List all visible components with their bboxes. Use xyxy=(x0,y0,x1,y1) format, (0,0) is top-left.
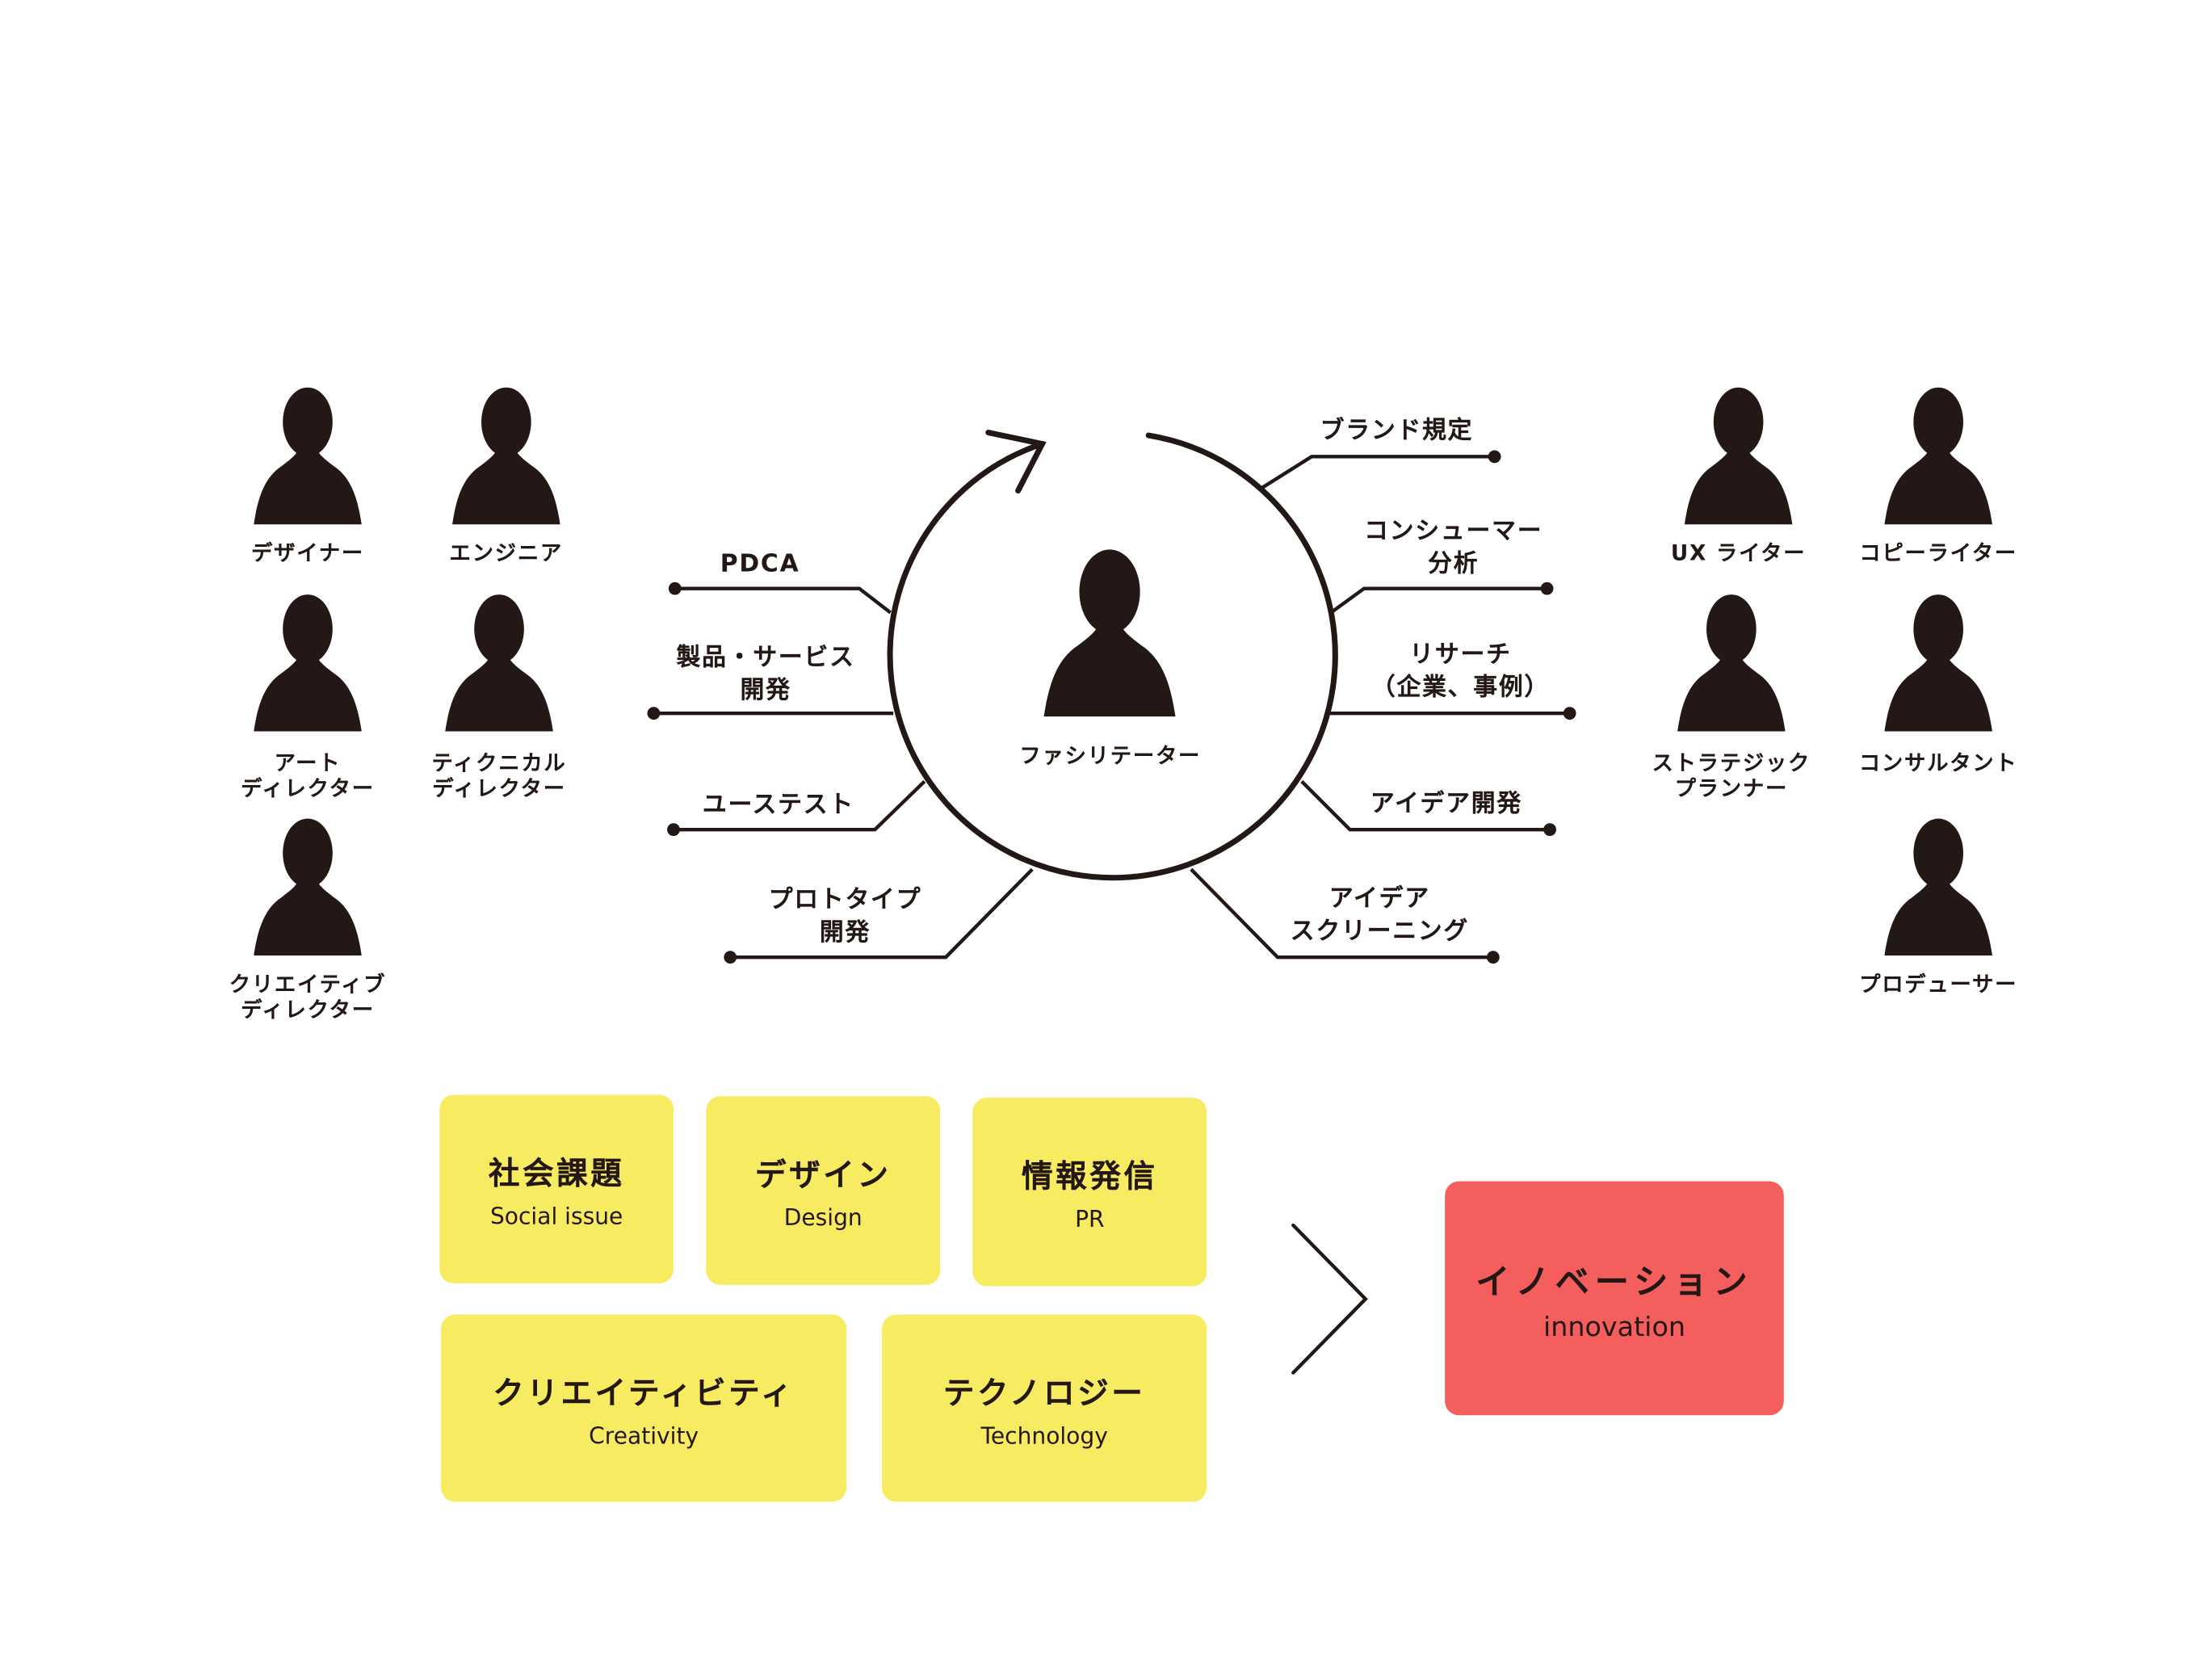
label-line: プランナー xyxy=(1674,775,1789,802)
dot xyxy=(667,823,680,837)
process-label: プロトタイプ開発 xyxy=(703,885,987,951)
connector-idea-dev xyxy=(1300,779,1551,832)
person-silhouette-icon xyxy=(1884,594,1992,732)
dot xyxy=(668,582,682,595)
role-label: ストラテジックプランナー xyxy=(1618,750,1845,801)
label-line: PDCA xyxy=(720,550,800,579)
process-label: アイデアスクリーニング xyxy=(1238,884,1522,949)
connector-pdca xyxy=(674,586,892,615)
person-silhouette-icon xyxy=(1677,594,1786,732)
factor-en: Technology xyxy=(980,1422,1108,1449)
dot xyxy=(1488,450,1501,464)
factor-jp: デザイン xyxy=(754,1158,892,1195)
label-line: エンジニア xyxy=(449,540,564,566)
label-line: ディレクター xyxy=(241,775,375,802)
factor-creativity: クリエイティビティ Creativity xyxy=(441,1314,847,1502)
factor-en: Design xyxy=(783,1203,863,1232)
label-line: ティクニカル xyxy=(431,750,567,776)
label-line: ディレクター xyxy=(432,775,566,802)
role-label: UX ライター xyxy=(1625,540,1852,566)
label-line: リサーチ xyxy=(1409,640,1512,670)
factor-en: Social issue xyxy=(489,1202,623,1230)
label-line: アイデア開発 xyxy=(1370,789,1522,819)
facilitator-label: ファシリテーター xyxy=(1019,743,1202,769)
label-line: プロデューサー xyxy=(1859,971,2018,997)
dot xyxy=(647,707,661,720)
factor-design: デザイン Design xyxy=(706,1096,941,1285)
role-label: アートディレクター xyxy=(195,750,422,801)
label-line: コンサルタント xyxy=(1858,750,2018,776)
person-silhouette-icon xyxy=(1884,387,1992,525)
person-silhouette-icon xyxy=(452,387,560,525)
chevron-right-icon xyxy=(1291,1223,1368,1375)
role-label: ティクニカルディレクター xyxy=(386,750,613,801)
dot xyxy=(1543,823,1556,837)
label-line: プロトタイプ xyxy=(768,886,922,915)
arrow-head-icon xyxy=(985,430,1047,494)
factor-jp: クリエイティビティ xyxy=(493,1376,795,1412)
label-line: ブランド規定 xyxy=(1320,417,1474,446)
factor-en: PR xyxy=(1075,1205,1105,1233)
person-silhouette-icon xyxy=(254,594,362,732)
person-silhouette-icon xyxy=(254,818,362,955)
connector-prototype xyxy=(730,867,1034,960)
factor-jp: 情報発信 xyxy=(1022,1160,1158,1196)
dot xyxy=(1540,582,1554,595)
label-line: コピーライター xyxy=(1859,540,2017,566)
factor-jp: 社会課題 xyxy=(488,1157,625,1193)
label-line: ストラテジック xyxy=(1652,750,1811,776)
factor-jp: テクノロジー xyxy=(942,1376,1146,1412)
role-label: デザイナー xyxy=(195,540,422,566)
process-label: コンシューマー分析 xyxy=(1312,516,1595,582)
person-silhouette-icon xyxy=(1884,818,1992,955)
person-silhouette-icon xyxy=(254,387,362,525)
connector-idea-screening xyxy=(1190,867,1493,960)
label-line: アート xyxy=(274,750,342,776)
dot xyxy=(1486,951,1500,964)
role-label: エンジニア xyxy=(392,540,619,566)
label-line: デザイナー xyxy=(251,540,364,566)
result-jp: イノベーション xyxy=(1475,1262,1753,1302)
process-label: アイデア開発 xyxy=(1304,788,1588,821)
factor-social-issue: 社会課題 Social issue xyxy=(439,1094,674,1283)
label-line: 製品・サービス xyxy=(676,644,855,673)
label-line: 分析 xyxy=(1428,550,1480,579)
label-line: アイデア xyxy=(1328,884,1430,913)
result-innovation: イノベーション innovation xyxy=(1445,1181,1784,1416)
person-silhouette-icon xyxy=(1684,387,1793,525)
label-line: 開発 xyxy=(740,676,791,705)
facilitator-silhouette-icon xyxy=(1044,549,1177,717)
person-silhouette-icon xyxy=(445,594,553,732)
factor-pr: 情報発信 PR xyxy=(972,1097,1207,1287)
label-line: UX ライター xyxy=(1670,540,1807,566)
label-line: クリエイティブ xyxy=(229,971,387,997)
process-label: ブランド規定 xyxy=(1255,415,1538,447)
role-label: クリエイティブディレクター xyxy=(195,972,422,1023)
process-label: 製品・サービス開発 xyxy=(624,642,908,708)
process-label: PDCA xyxy=(619,548,902,581)
role-label: コピーライター xyxy=(1825,540,2052,566)
connector-user-test xyxy=(674,779,926,832)
process-label: リサーチ （企業、事例） xyxy=(1319,640,1602,705)
dot xyxy=(724,951,737,964)
dot xyxy=(1563,707,1576,720)
label-line: コンシューマー xyxy=(1364,517,1543,546)
label-line: ユーステスト xyxy=(702,791,855,820)
factor-en: Creativity xyxy=(589,1422,699,1449)
cycle-arc xyxy=(887,432,1338,881)
factor-technology: テクノロジー Technology xyxy=(882,1314,1207,1502)
label-line: 開発 xyxy=(819,918,871,947)
label-line: スクリーニング xyxy=(1290,918,1470,947)
result-en: innovation xyxy=(1543,1312,1686,1343)
process-label: ユーステスト xyxy=(636,790,920,822)
connector-brand xyxy=(1261,455,1495,489)
label-line: （企業、事例） xyxy=(1370,674,1551,703)
role-label: プロデューサー xyxy=(1825,972,2052,997)
connector-consumer xyxy=(1332,586,1547,613)
label-line: ディレクター xyxy=(241,997,375,1023)
role-label: コンサルタント xyxy=(1825,750,2052,776)
